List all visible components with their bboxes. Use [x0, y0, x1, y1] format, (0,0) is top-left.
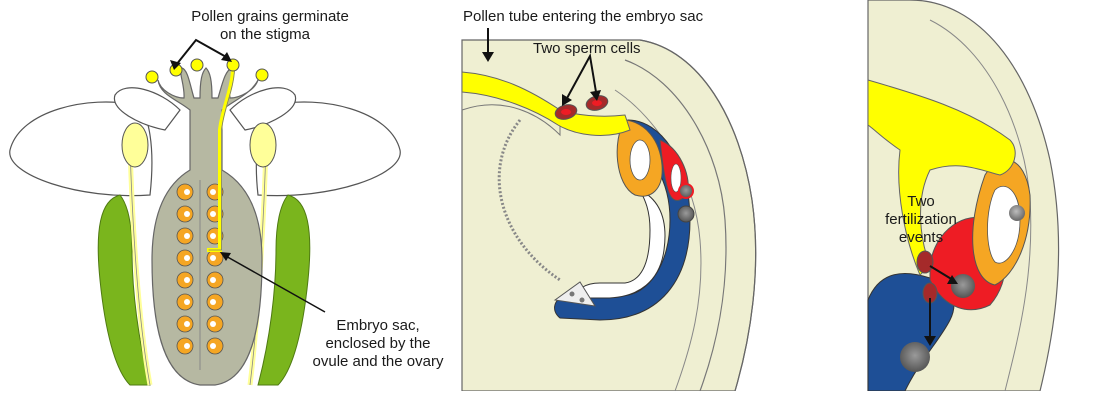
left-anther: [122, 123, 148, 167]
embryo-label-line3: ovule and the ovary: [308, 353, 448, 371]
zoom-egg-nucleus: [951, 274, 975, 298]
embryo-label-line1: Embryo sac,: [308, 317, 448, 335]
pollen-label-line1: Pollen grains germinate: [185, 8, 355, 26]
right-anther: [250, 123, 276, 167]
fertilization-label: Two fertilization events: [866, 193, 976, 247]
pollen-label: Pollen grains germinate on the stigma: [185, 8, 355, 44]
ovule-panel: [462, 28, 756, 391]
pollen-tube-label: Pollen tube entering the embryo sac: [463, 8, 703, 26]
ovules: [177, 180, 223, 370]
fert-label-line3: events: [866, 229, 976, 247]
embryo-sac-label: Embryo sac, enclosed by the ovule and th…: [308, 317, 448, 371]
embryo-label-line2: enclosed by the: [308, 335, 448, 353]
left-sepal: [98, 195, 150, 385]
sperm-cells-label: Two sperm cells: [533, 40, 641, 58]
fert-label-line1: Two: [866, 193, 976, 211]
pollen-label-line2: on the stigma: [185, 26, 355, 44]
fert-label-line2: fertilization: [866, 211, 976, 229]
zoom-central-nucleus: [900, 342, 930, 372]
right-sepal: [258, 195, 310, 385]
